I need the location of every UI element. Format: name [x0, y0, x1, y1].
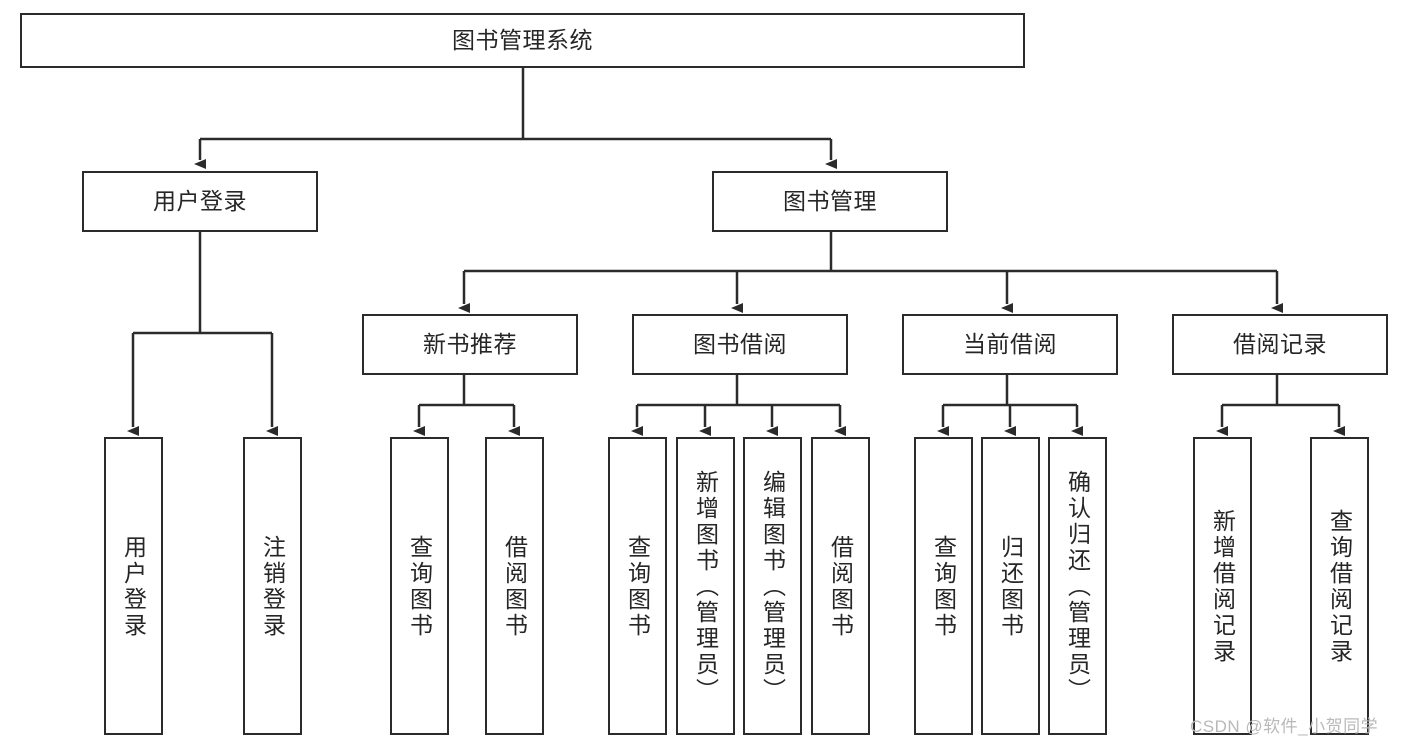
node-borrow-record-label: 借阅记录: [1233, 330, 1327, 357]
node-leaf-query-book-1[interactable]: 查询图书: [390, 437, 449, 735]
node-leaf-borrow-book-1[interactable]: 借阅图书: [485, 437, 544, 735]
node-leaf-return-book-label: 归还图书: [997, 535, 1024, 639]
node-leaf-add-book-label: 新增图书（管理员）: [692, 470, 719, 704]
node-leaf-query-book-3-label: 查询图书: [930, 535, 957, 639]
node-leaf-edit-book[interactable]: 编辑图书（管理员）: [743, 437, 802, 735]
node-leaf-edit-book-label: 编辑图书（管理员）: [759, 470, 786, 704]
watermark-text: CSDN @软件_小贺同学: [1190, 717, 1379, 736]
node-root[interactable]: 图书管理系统: [20, 13, 1025, 68]
node-leaf-query-book-3[interactable]: 查询图书: [914, 437, 973, 735]
node-leaf-add-record[interactable]: 新增借阅记录: [1193, 437, 1252, 735]
node-new-book-recommend[interactable]: 新书推荐: [362, 314, 578, 375]
node-leaf-user-logout-label: 注销登录: [259, 535, 286, 639]
node-leaf-add-book[interactable]: 新增图书（管理员）: [676, 437, 735, 735]
node-leaf-query-book-2[interactable]: 查询图书: [608, 437, 667, 735]
node-current-borrow-label: 当前借阅: [963, 330, 1057, 357]
node-user-login[interactable]: 用户登录: [82, 171, 318, 232]
node-leaf-query-book-2-label: 查询图书: [624, 535, 651, 639]
node-leaf-borrow-book-1-label: 借阅图书: [501, 535, 528, 639]
node-root-label: 图书管理系统: [452, 26, 593, 53]
node-leaf-borrow-book-2-label: 借阅图书: [827, 535, 854, 639]
node-leaf-user-login[interactable]: 用户登录: [104, 437, 163, 735]
node-user-login-label: 用户登录: [153, 187, 247, 214]
node-leaf-confirm-return[interactable]: 确认归还（管理员）: [1048, 437, 1107, 735]
node-leaf-return-book[interactable]: 归还图书: [981, 437, 1040, 735]
node-new-book-recommend-label: 新书推荐: [423, 330, 517, 357]
node-leaf-user-logout[interactable]: 注销登录: [243, 437, 302, 735]
node-book-management[interactable]: 图书管理: [712, 171, 948, 232]
node-leaf-borrow-book-2[interactable]: 借阅图书: [811, 437, 870, 735]
node-leaf-add-record-label: 新增借阅记录: [1209, 509, 1236, 665]
node-leaf-query-record-label: 查询借阅记录: [1326, 509, 1353, 665]
node-book-borrow-label: 图书借阅: [693, 330, 787, 357]
node-leaf-confirm-return-label: 确认归还（管理员）: [1064, 470, 1091, 704]
node-borrow-record[interactable]: 借阅记录: [1172, 314, 1388, 375]
node-leaf-query-book-1-label: 查询图书: [406, 535, 433, 639]
node-leaf-query-record[interactable]: 查询借阅记录: [1310, 437, 1369, 735]
node-book-borrow[interactable]: 图书借阅: [632, 314, 848, 375]
node-current-borrow[interactable]: 当前借阅: [902, 314, 1118, 375]
node-book-management-label: 图书管理: [783, 187, 877, 214]
node-leaf-user-login-label: 用户登录: [120, 535, 147, 639]
